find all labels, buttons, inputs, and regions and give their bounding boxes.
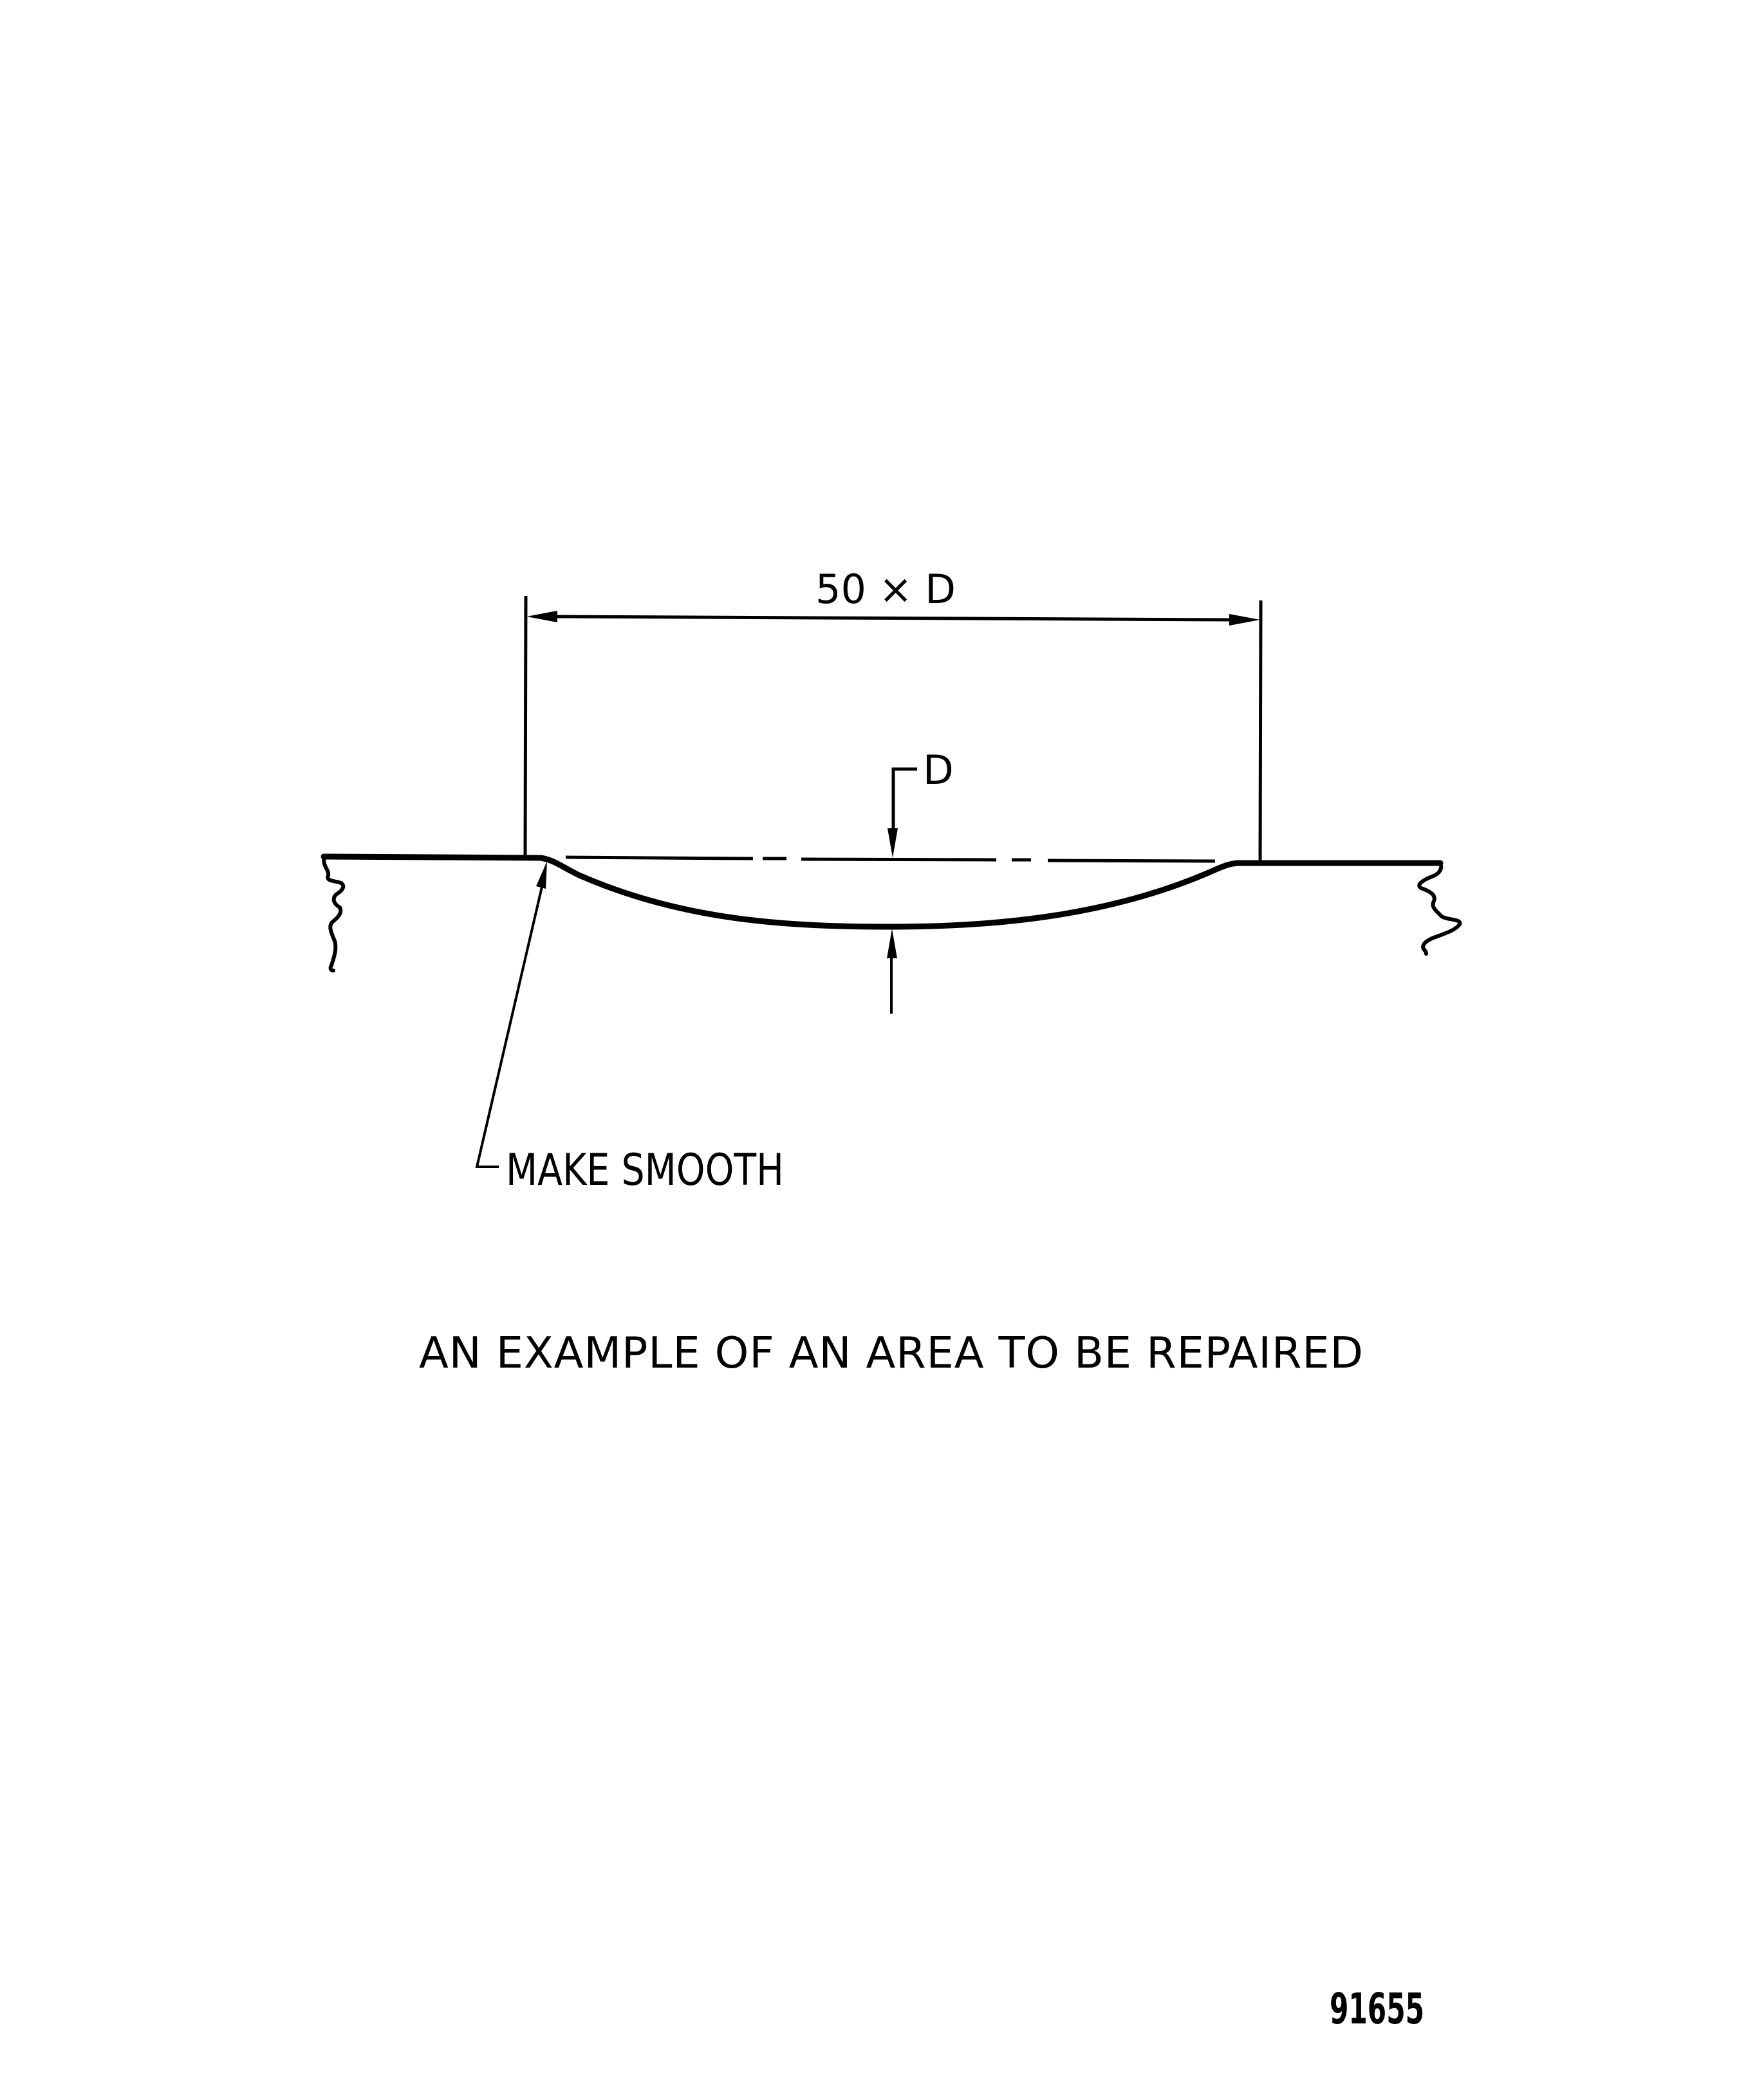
depth-arrowhead-bottom-icon [887, 929, 897, 958]
length-dimension-label: 50 × D [815, 566, 956, 613]
figure-number: 91655 [1330, 1984, 1424, 2034]
left-extension-line [523, 595, 528, 857]
leader-note-label: MAKE SMOOTH [506, 1145, 784, 1196]
surface-profile [321, 853, 1462, 972]
break-line-left [322, 855, 346, 972]
length-dimension: 50 × D [526, 566, 1260, 626]
break-line-right [1417, 861, 1462, 956]
repair-dip-curve [537, 855, 1241, 930]
extension-lines [523, 595, 1263, 864]
make-smooth-leader: MAKE SMOOTH [475, 861, 784, 1196]
surface-left-flat [321, 853, 544, 861]
arrowhead-left-icon [526, 611, 557, 622]
depth-leader-top [891, 767, 917, 830]
figure-caption: AN EXAMPLE OF AN AREA TO BE REPAIRED [419, 1328, 1363, 1378]
depth-dimension: D [887, 747, 954, 1014]
depth-dimension-label: D [923, 747, 954, 794]
length-dimension-line [553, 615, 1233, 622]
arrowhead-right-icon [1229, 614, 1260, 626]
reference-dashed-line [565, 855, 1216, 863]
leader-line [475, 886, 543, 1168]
right-extension-line [1258, 600, 1263, 864]
depth-arrowhead-top-icon [888, 828, 898, 858]
leader-arrowhead-icon [536, 861, 547, 889]
